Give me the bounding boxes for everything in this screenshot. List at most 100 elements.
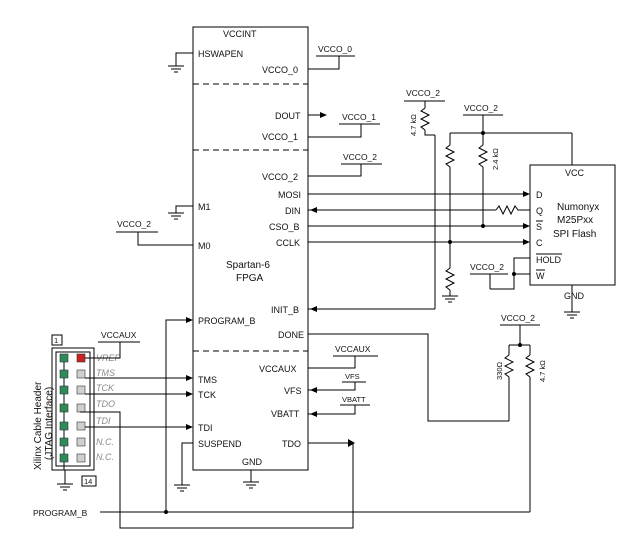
- header-pin-gnd: [59, 385, 69, 395]
- net-vccaux-header-label: VCCAUX: [101, 330, 137, 340]
- fpga-pin-cclk: CCLK: [276, 238, 300, 248]
- net-vfs-label: VFS: [345, 372, 360, 381]
- header-title-line1: Xilinx Cable Header: [33, 381, 44, 470]
- header-pin-signal: [76, 353, 86, 363]
- vccaux-header-supply: VCCAUX: [85, 330, 140, 359]
- fpga-pin-din: DIN: [285, 206, 301, 216]
- flash-name-line3: SPI Flash: [553, 229, 596, 240]
- suspend-ground: [174, 442, 193, 492]
- flash-pin-d: D: [536, 190, 543, 200]
- header-title-line2: (JTAG Interface): [44, 387, 55, 460]
- flash-pin-c: C: [536, 238, 543, 248]
- fpga-pin-vfs: VFS: [284, 386, 302, 396]
- header-label-tms: TMS: [96, 368, 115, 378]
- net-vcco2-fpga-label: VCCO_2: [343, 152, 377, 162]
- net-vccaux-fpga-label: VCCAUX: [335, 344, 371, 354]
- header-label-tdi: TDI: [96, 416, 111, 426]
- net-vbatt-label: VBATT: [342, 395, 366, 404]
- vbatt-supply: VBATT: [308, 395, 370, 417]
- header-label-nc2: N.C.: [96, 452, 114, 462]
- fpga-pin-tdo: TDO: [282, 439, 301, 449]
- fpga-pin-vbatt: VBATT: [271, 409, 300, 419]
- header-pin-first: 1: [54, 336, 58, 345]
- fpga-pin-init-b: INIT_B: [271, 305, 299, 315]
- tdo-wire: [95, 411, 355, 529]
- header-pin-grid: [59, 353, 86, 470]
- fpga-pin-done: DONE: [278, 330, 304, 340]
- vfs-supply: VFS: [308, 372, 366, 393]
- fpga-name-line2: FPGA: [236, 273, 264, 284]
- fpga-pin-m1: M1: [198, 202, 211, 212]
- fpga-pin-cso-b: CSO_B: [269, 222, 300, 232]
- header-pin-signal: [76, 403, 86, 413]
- jtag-header: 1 14 Xilinx Cable Header (JTAG Interface…: [33, 334, 97, 487]
- flash-pin-gnd: GND: [564, 291, 585, 301]
- header-pin-signal: [76, 421, 86, 431]
- net-vcco2-hold-label: VCCO_2: [470, 262, 504, 272]
- net-vcco2-m0-label: VCCO_2: [117, 219, 151, 229]
- flash-name-line1: Numonyx: [557, 202, 599, 213]
- net-vcco2-r24-label: VCCO_2: [464, 103, 498, 113]
- fpga-pin-vccaux: VCCAUX: [259, 364, 297, 374]
- program-b-net: PROGRAM_B: [33, 317, 530, 518]
- header-pin-gnd: [59, 403, 69, 413]
- header-signal-labels: VREF TMS TCK TDO TDI N.C. N.C.: [96, 353, 121, 462]
- fpga-pin-mosi: MOSI: [278, 190, 301, 200]
- fpga-pin-hswapen: HSWAPEN: [198, 49, 243, 59]
- fpga-pin-suspend: SUSPEND: [198, 439, 242, 449]
- spi-flash-block: VCC D Q S C HOLD W GND Numonyx M25Pxx SP…: [529, 164, 616, 301]
- init-b-pullup: VCCO_2 4.7 kΩ: [308, 88, 445, 312]
- fpga-name-line1: Spartan-6: [226, 260, 270, 271]
- header-pin-gnd: [59, 353, 69, 363]
- vcco0-supply: VCCO_0: [308, 44, 355, 70]
- flash-name-line2: M25Pxx: [557, 215, 593, 226]
- vccaux-fpga-supply: VCCAUX: [308, 344, 378, 369]
- header-pin-signal: [76, 369, 86, 379]
- flash-pin-q: Q: [536, 206, 543, 216]
- header-ground: [57, 470, 73, 491]
- vcco2-fpga-supply: VCCO_2: [308, 152, 382, 177]
- fpga-pin-dout: DOUT: [275, 111, 301, 121]
- fpga-block: VCCINT HSWAPEN VCCO_0 DOUT VCCO_1 VCCO_2…: [192, 26, 309, 471]
- net-vcco2-r47-label: VCCO_2: [406, 88, 440, 98]
- r-done-330-label: 330Ω: [495, 361, 504, 380]
- fpga-pin-vcco2: VCCO_2: [262, 172, 298, 182]
- hold-w-supply: VCCO_2: [470, 257, 530, 290]
- flash-pin-w-bar: W: [536, 271, 545, 281]
- header-pin-gnd: [59, 437, 69, 447]
- fpga-pin-vccint: VCCINT: [223, 29, 257, 39]
- r-init-label: 4.7 kΩ: [409, 114, 418, 136]
- flash-pin-hold-bar: HOLD: [536, 255, 562, 265]
- r-flash-label: 2.4 kΩ: [491, 148, 500, 170]
- header-pin-gnd: [59, 369, 69, 379]
- fpga-pin-vcco1: VCCO_1: [262, 132, 298, 142]
- net-vcco0-label: VCCO_0: [318, 44, 352, 54]
- fpga-pin-tdi: TDI: [198, 423, 213, 433]
- header-pin-last: 14: [84, 477, 92, 486]
- r-done-47-label: 4.7 kΩ: [538, 360, 547, 382]
- fpga-pin-tms: TMS: [198, 375, 217, 385]
- m0-supply: VCCO_2: [116, 219, 193, 246]
- header-pin-signal: [76, 437, 86, 447]
- dout-output: [308, 112, 327, 118]
- vcco1-supply: VCCO_1: [308, 112, 380, 138]
- header-pin-signal: [76, 453, 86, 463]
- net-vcco2-done-label: VCCO_2: [501, 313, 535, 323]
- done-network: VCCO_2 330Ω 4.7 kΩ: [308, 313, 547, 512]
- flash-ground: [564, 285, 580, 319]
- fpga-pin-tck: TCK: [198, 390, 216, 400]
- fpga-pin-gnd: GND: [242, 457, 263, 467]
- fpga-pin-m0: M0: [198, 241, 211, 251]
- header-pin-gnd: [59, 453, 69, 463]
- flash-pin-vcc: VCC: [565, 168, 585, 178]
- header-label-tdo: TDO: [96, 399, 115, 409]
- flash-supply: VCCO_2 2.4 kΩ: [442, 103, 573, 303]
- net-vcco1-label: VCCO_1: [342, 112, 376, 122]
- spi-bus: [308, 191, 530, 245]
- fpga-ground: [243, 470, 259, 489]
- fpga-pin-program-b: PROGRAM_B: [198, 316, 256, 326]
- header-pin-signal: [76, 385, 86, 395]
- flash-pin-s-bar: S: [536, 222, 542, 232]
- hswapen-ground: [168, 52, 193, 73]
